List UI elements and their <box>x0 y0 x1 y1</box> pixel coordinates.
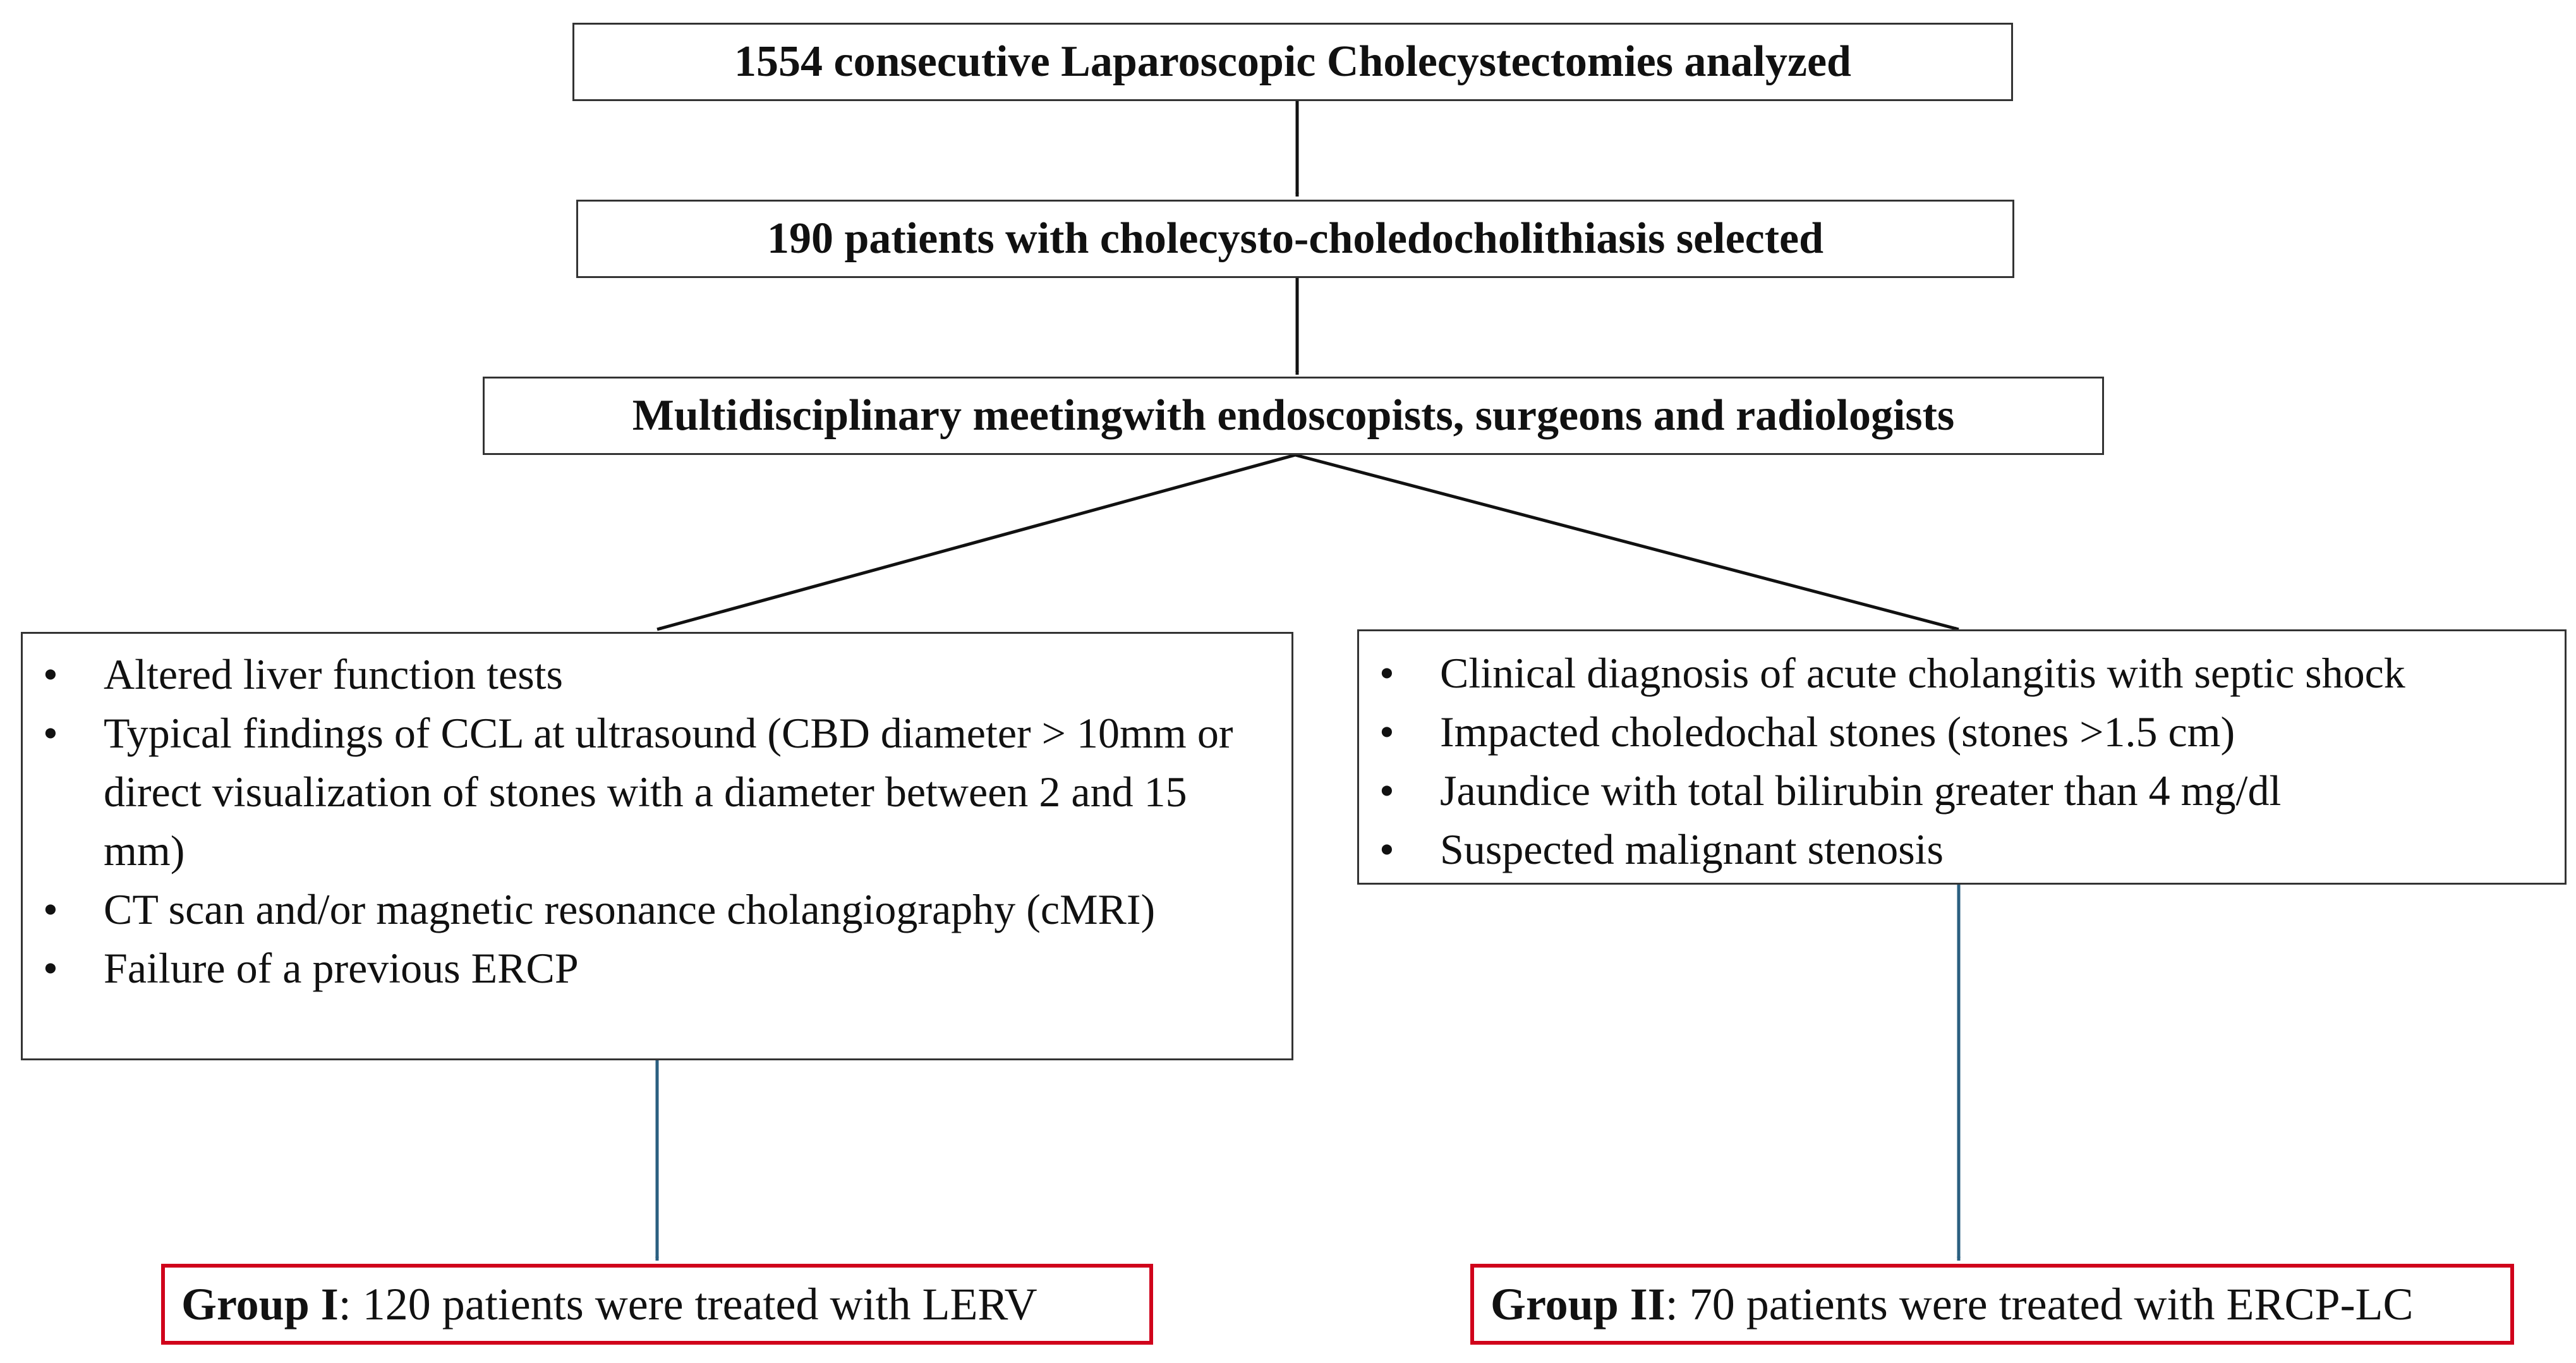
group1-name: Group I <box>181 1279 339 1330</box>
right-criteria-list: • Clinical diagnosis of acute cholangiti… <box>1359 644 2552 879</box>
group2-name: Group II <box>1491 1279 1666 1330</box>
criteria-text: Failure of a previous ERCP <box>104 944 579 992</box>
step1-text: 1554 consecutive Laparoscopic Cholecyste… <box>734 37 1851 86</box>
list-item: • Jaundice with total bilirubin greater … <box>1359 761 2552 820</box>
right-criteria-box: • Clinical diagnosis of acute cholangiti… <box>1357 629 2567 885</box>
arrow-step3-to-left-criteria <box>656 453 1296 631</box>
bullet: • <box>43 650 58 698</box>
bullet: • <box>43 709 58 757</box>
criteria-text: Altered liver function tests <box>104 650 564 698</box>
bullet: • <box>1379 766 1394 815</box>
criteria-text: Suspected malignant stenosis <box>1440 825 1944 873</box>
list-item: • Altered liver function tests <box>23 645 1254 704</box>
group1-box: Group I: 120 patients were treated with … <box>161 1264 1153 1345</box>
bullet: • <box>1379 825 1394 873</box>
bullet: • <box>1379 649 1394 697</box>
criteria-text: Typical findings of CCL at ultrasound (C… <box>104 709 1233 875</box>
bullet: • <box>1379 708 1394 756</box>
group2-box: Group II: 70 patients were treated with … <box>1470 1264 2514 1345</box>
list-item: • Clinical diagnosis of acute cholangiti… <box>1359 644 2552 703</box>
left-criteria-box: • Altered liver function tests • Typical… <box>21 632 1293 1060</box>
step-multidisciplinary-meeting: Multidisciplinary meetingwith endoscopis… <box>483 377 2104 455</box>
arrow-step3-to-right-criteria <box>1295 453 1959 631</box>
list-item: • CT scan and/or magnetic resonance chol… <box>23 880 1254 939</box>
list-item: • Suspected malignant stenosis <box>1359 820 2552 879</box>
list-item: • Typical findings of CCL at ultrasound … <box>23 704 1254 880</box>
left-criteria-list: • Altered liver function tests • Typical… <box>23 645 1254 998</box>
list-item: • Failure of a previous ERCP <box>23 939 1254 998</box>
list-item: • Impacted choledochal stones (stones >1… <box>1359 703 2552 761</box>
criteria-text: Jaundice with total bilirubin greater th… <box>1440 766 2282 815</box>
group2-text: : 70 patients were treated with ERCP-LC <box>1665 1279 2414 1330</box>
criteria-text: Clinical diagnosis of acute cholangitis … <box>1440 649 2405 697</box>
criteria-text: CT scan and/or magnetic resonance cholan… <box>104 885 1156 933</box>
bullet: • <box>43 944 58 992</box>
criteria-text: Impacted choledochal stones (stones >1.5… <box>1440 708 2235 756</box>
bullet: • <box>43 885 58 933</box>
step-patients-selected: 190 patients with cholecysto-choledochol… <box>576 200 2014 278</box>
step3-text: Multidisciplinary meetingwith endoscopis… <box>632 391 1955 440</box>
step2-text: 190 patients with cholecysto-choledochol… <box>766 214 1824 263</box>
step-consecutive-cholecystectomies: 1554 consecutive Laparoscopic Cholecyste… <box>572 23 2013 101</box>
group1-text: : 120 patients were treated with LERV <box>338 1279 1037 1330</box>
